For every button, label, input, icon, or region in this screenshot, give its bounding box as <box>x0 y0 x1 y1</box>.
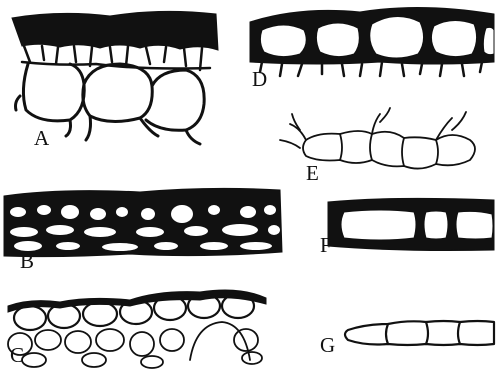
panel-e-label: E <box>306 161 319 185</box>
panel-g-cross-section: G <box>320 321 494 357</box>
panel-e-cells <box>280 108 475 169</box>
panel-c-cross-section: C <box>8 290 266 368</box>
panel-c-inner-cells <box>8 322 262 368</box>
panel-g-cells <box>345 321 494 345</box>
panel-a-label: A <box>34 126 50 150</box>
panel-c-epidermal-cells <box>14 294 254 330</box>
panel-f-thick-walls <box>328 198 494 250</box>
panel-d-cross-section: D <box>250 7 494 91</box>
panel-g-label: G <box>320 333 335 357</box>
panel-a-cross-section: A <box>12 11 218 150</box>
panel-c-label: C <box>10 343 24 367</box>
panel-b-cross-section: B <box>4 188 282 273</box>
panel-f-label: F <box>320 233 332 257</box>
panel-b-label: B <box>20 249 34 273</box>
panel-f-cross-section: F <box>320 198 494 257</box>
panel-d-label: D <box>252 67 267 91</box>
panel-e-cross-section: E <box>280 108 475 185</box>
panel-a-upper-cells <box>22 46 210 70</box>
panel-d-thick-walls <box>250 7 494 64</box>
panel-a-cuticle <box>12 11 218 50</box>
